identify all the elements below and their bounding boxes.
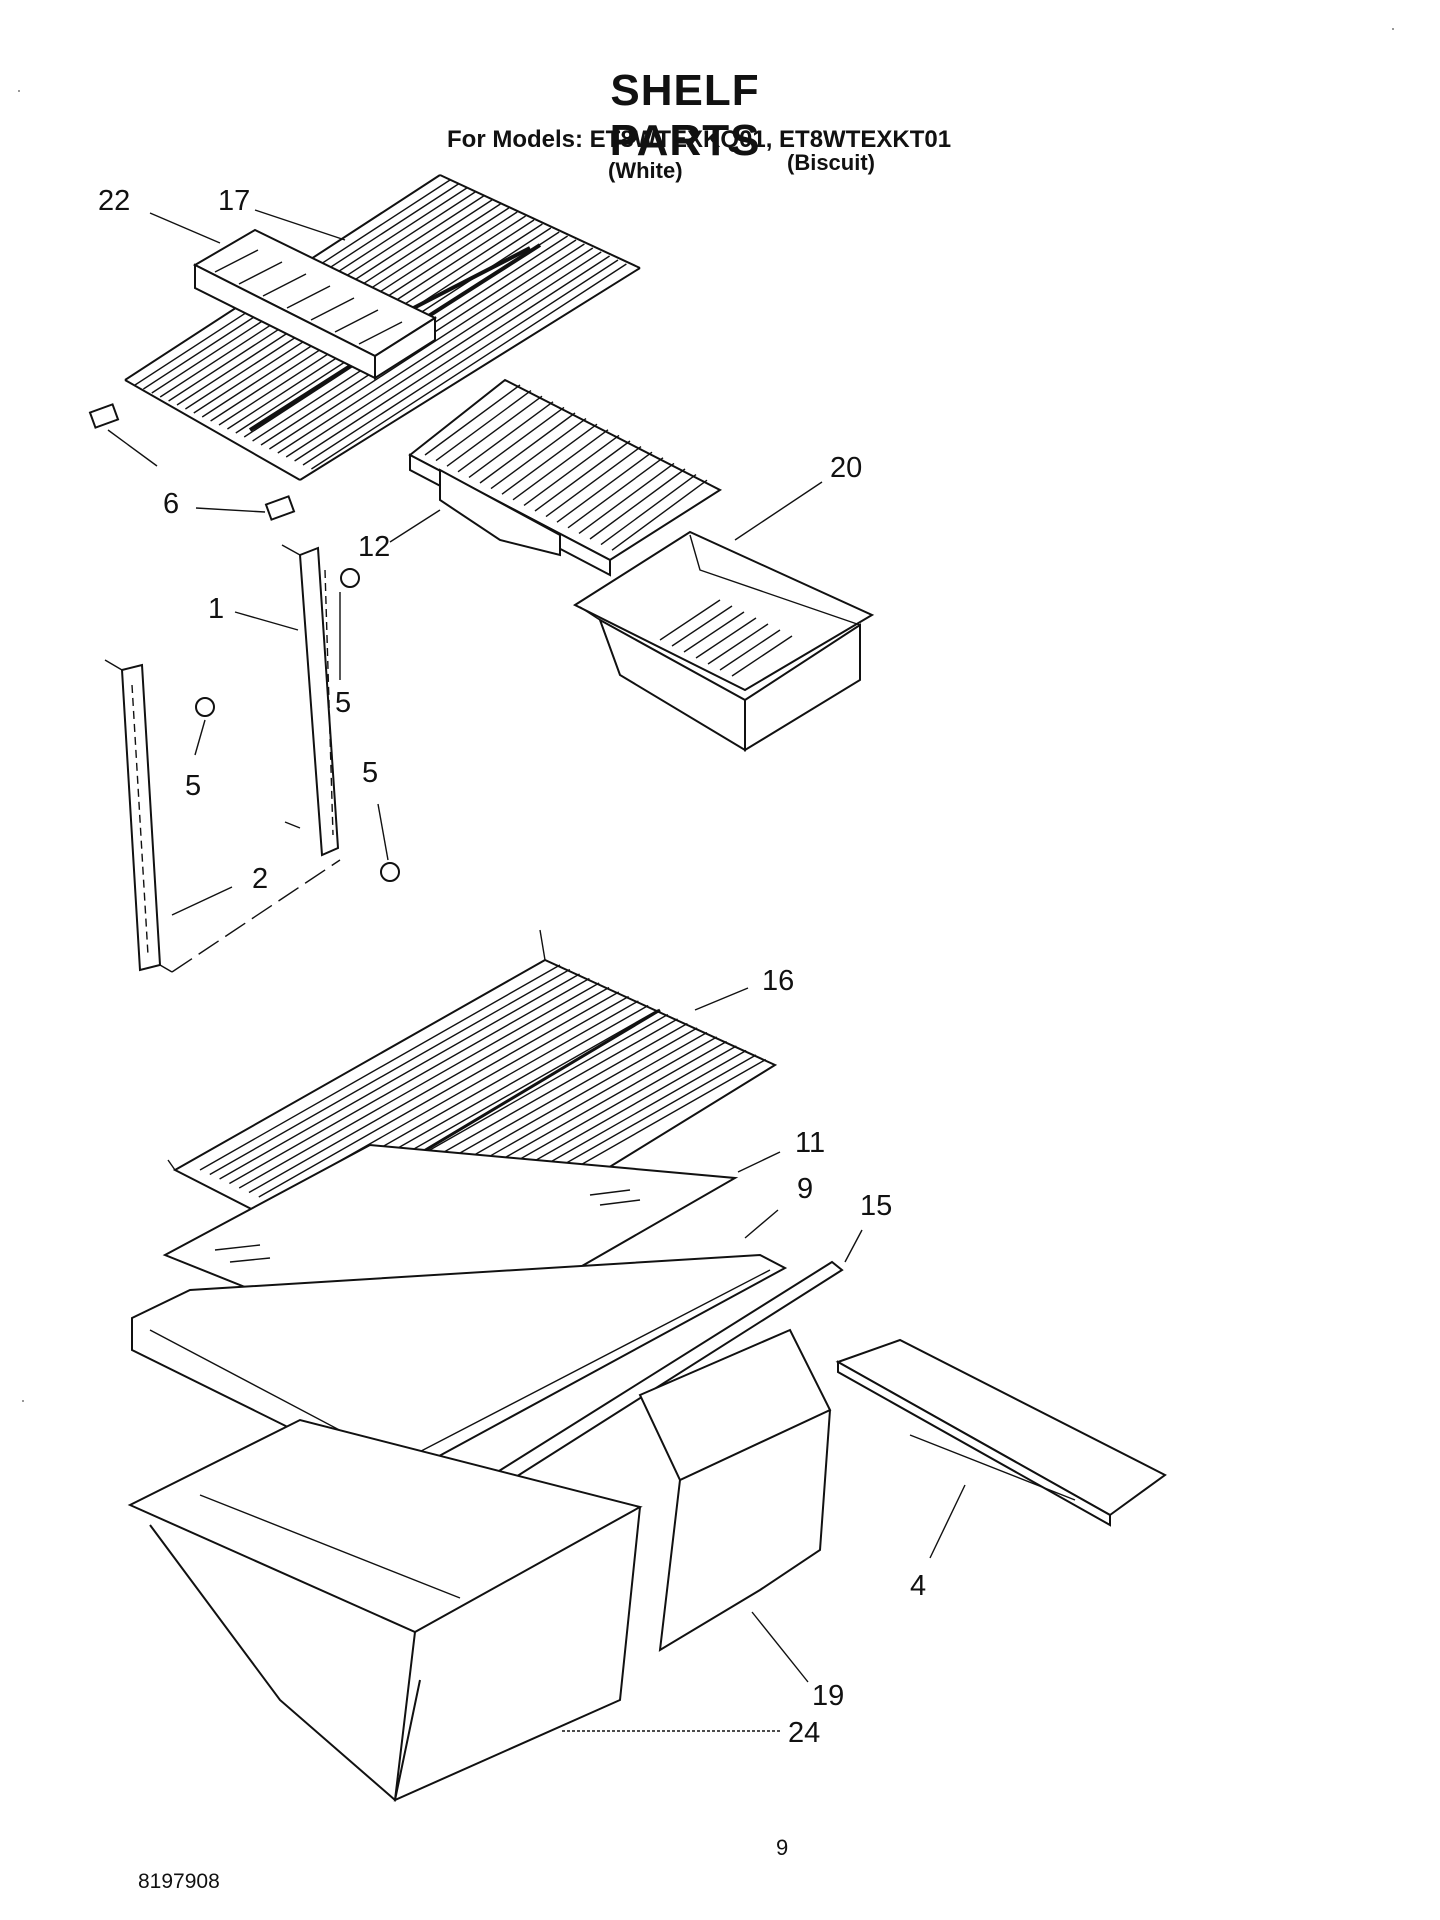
- scan-speck: [22, 1400, 24, 1402]
- leader-lines: [107, 209, 966, 1732]
- mounting-screws: [195, 568, 400, 882]
- hatch-line: [490, 418, 587, 490]
- callout-5-upper: 5: [335, 687, 351, 719]
- hatch-line: [534, 440, 631, 512]
- hatch-line: [457, 401, 554, 473]
- callout-17: 17: [218, 185, 250, 217]
- hatch-line: [269, 243, 585, 450]
- hatch-line: [258, 991, 620, 1198]
- callout-5-left: 5: [185, 770, 201, 802]
- hatch-line: [695, 617, 757, 659]
- hatch-line: [219, 973, 580, 1180]
- callout-20: 20: [830, 452, 862, 484]
- callout-11: 11: [795, 1127, 825, 1159]
- hatch-line: [238, 982, 600, 1189]
- crisper-slide-bracket: [835, 1338, 1167, 1527]
- hatch-line: [199, 964, 561, 1171]
- hatch-line: [479, 412, 576, 484]
- model-color-biscuit: (Biscuit): [787, 150, 875, 175]
- hatch-line: [238, 261, 283, 285]
- shelf-ladder-rack-left: [104, 659, 341, 973]
- freezer-tray-cover: [408, 378, 723, 577]
- hatch-line: [311, 263, 627, 470]
- page-number: 9: [776, 1835, 789, 1860]
- hatch-line: [446, 395, 543, 467]
- callout-4: 4: [910, 1570, 926, 1602]
- shelf-ladder-rack-right: [281, 544, 340, 857]
- callout-12: 12: [358, 531, 390, 563]
- callout-1: 1: [208, 593, 224, 625]
- hatch-line: [310, 297, 355, 321]
- hatch-line: [294, 255, 610, 462]
- callout-15: 15: [860, 1190, 892, 1222]
- page-title: SHELF PARTS: [609, 66, 761, 165]
- hatch-line: [659, 599, 721, 641]
- hatch-line: [501, 423, 598, 495]
- small-crisper-pan: [638, 1328, 832, 1652]
- model-color-white: (White): [608, 158, 683, 183]
- hatch-line: [731, 635, 793, 677]
- callout-19: 19: [812, 1680, 844, 1712]
- hatch-line: [229, 977, 590, 1185]
- hatch-line: [683, 611, 745, 653]
- freezer-basket: [572, 530, 875, 752]
- hatch-line: [556, 451, 653, 523]
- callout-5-lower: 5: [362, 757, 378, 789]
- scan-speck: [1392, 28, 1394, 30]
- ice-cube-tray: [192, 228, 438, 380]
- hatch-line: [707, 623, 769, 665]
- hatch-line: [262, 273, 307, 297]
- hatch-line: [567, 457, 664, 529]
- hatch-line: [424, 384, 521, 456]
- hatch-line: [209, 968, 571, 1176]
- hatch-line: [214, 249, 259, 273]
- hatch-line: [611, 479, 708, 551]
- hatch-line: [302, 259, 619, 466]
- large-crisper-pan: [127, 1418, 643, 1802]
- hatch-line: [512, 429, 609, 501]
- hatch-line: [545, 446, 642, 518]
- scan-speck: [18, 90, 20, 92]
- callout-6: 6: [163, 488, 179, 520]
- callout-22: 22: [98, 185, 130, 217]
- callout-labels: 22 17 6 12 20 1 5 5 5 2 16 11 9 15 4 19 …: [98, 185, 926, 1749]
- hatch-line: [468, 406, 565, 478]
- hatch-line: [719, 629, 781, 671]
- hatch-line: [435, 390, 532, 462]
- document-number: 8197908: [138, 1870, 220, 1893]
- callout-9: 9: [797, 1173, 813, 1205]
- hatch-line: [671, 605, 733, 647]
- hatch-line: [578, 462, 675, 534]
- hatch-line: [248, 986, 610, 1194]
- callout-24: 24: [788, 1717, 820, 1749]
- hatch-line: [285, 251, 602, 458]
- models-line: For Models: ET8WTEXKQ01, ET8WTEXKT01: [447, 126, 952, 153]
- hatch-line: [334, 309, 379, 333]
- hatch-line: [358, 321, 403, 345]
- callout-2: 2: [252, 863, 268, 895]
- hatch-line: [277, 247, 594, 454]
- shelf-support-pegs: [88, 403, 296, 521]
- hatch-line: [523, 434, 620, 506]
- hatch-line: [600, 474, 697, 546]
- callout-16: 16: [762, 965, 794, 997]
- hatch-line: [286, 285, 331, 309]
- hatch-line: [589, 468, 686, 540]
